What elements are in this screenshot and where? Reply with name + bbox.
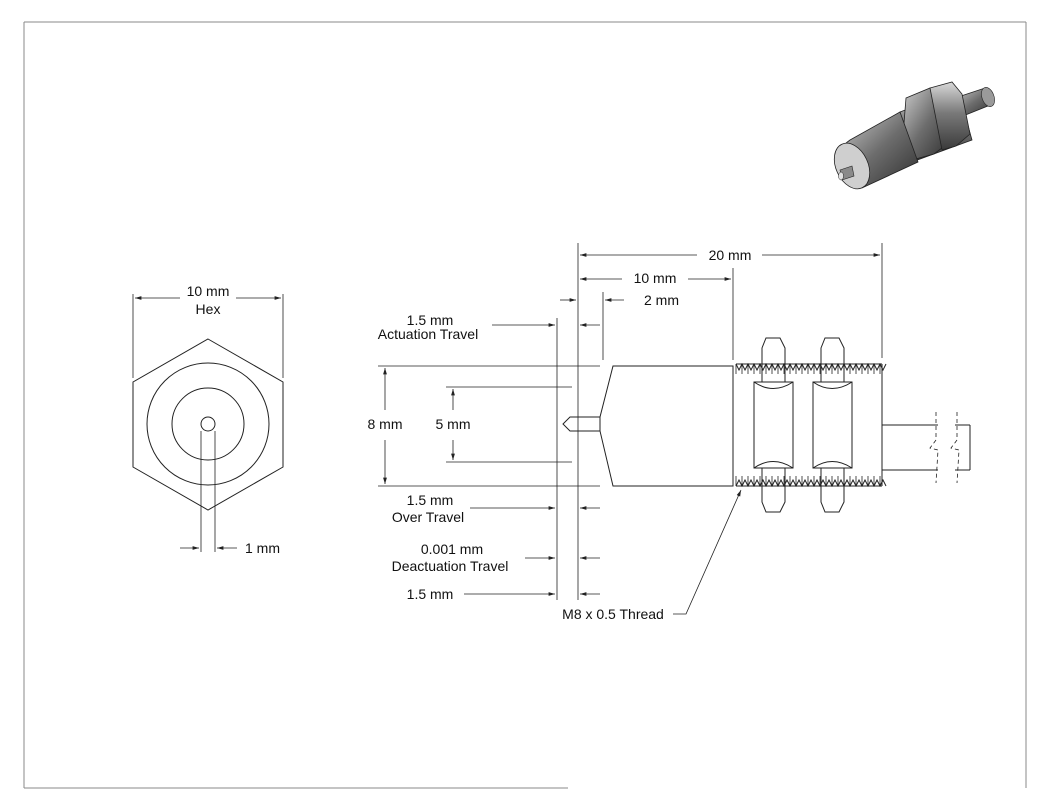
hex-width-label: Hex [196, 301, 221, 317]
rear-shaft [882, 412, 971, 484]
deactuation-travel-label: Deactuation Travel [392, 558, 509, 574]
switch-body [599, 365, 734, 487]
tip-diameter-value: 1 mm [245, 540, 280, 556]
overall-length-dim: 20 mm [709, 247, 752, 263]
body-length-dim: 10 mm [634, 270, 677, 286]
cone-circle [171, 387, 245, 461]
over-travel-label: Over Travel [392, 509, 464, 525]
thread-callout: M8 x 0.5 Thread [562, 606, 664, 622]
plunger-switch-isometric-icon [833, 81, 995, 190]
body-diameter-dim: 8 mm [368, 416, 403, 432]
body-circle [146, 362, 270, 486]
hex-width-value: 10 mm [187, 283, 230, 299]
sheet-frame [23, 21, 1027, 789]
actuation-travel-label: Actuation Travel [378, 326, 478, 342]
thread-profile [735, 478, 887, 488]
hex-nut-1 [753, 337, 794, 513]
actuation-travel-value: 1.5 mm [407, 312, 454, 328]
cone-length-dim: 2 mm [644, 292, 679, 308]
tip-circle [200, 416, 216, 432]
hex-end-view: 10 mm Hex 1 mm [132, 283, 284, 556]
plunger-tip [562, 416, 600, 432]
threaded-shank [735, 362, 887, 488]
thread-profile [735, 362, 887, 372]
deactuation-travel-value: 0.001 mm [421, 541, 483, 557]
cone-diameter-dim: 5 mm [436, 416, 471, 432]
side-view: 20 mm 10 mm 2 mm 1.5 mm Actuation Travel… [368, 243, 971, 622]
hex-outline [132, 338, 284, 511]
over-travel-value: 1.5 mm [407, 492, 454, 508]
plunger-length-dim: 1.5 mm [407, 586, 454, 602]
hex-nut-2 [812, 337, 853, 513]
